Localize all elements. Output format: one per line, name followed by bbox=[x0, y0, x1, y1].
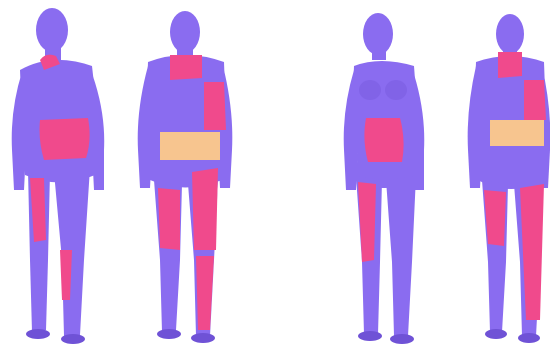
male-front-body bbox=[12, 8, 105, 344]
female-back-side-patch bbox=[524, 80, 546, 120]
female-front-figure bbox=[340, 0, 455, 354]
female-front-thigh-patch bbox=[358, 182, 376, 262]
male-back-lower-back-patch bbox=[160, 132, 220, 160]
male-front-abdomen-patch bbox=[40, 118, 90, 160]
male-back-calf-patch bbox=[196, 256, 214, 330]
male-back-left-thigh-patch bbox=[158, 188, 180, 250]
male-back-side-patch bbox=[204, 82, 226, 130]
female-front-body bbox=[344, 13, 425, 344]
female-back-figure bbox=[460, 0, 550, 354]
male-back-right-thigh-patch bbox=[192, 168, 218, 250]
female-back-upper-back-patch bbox=[498, 52, 522, 78]
female-back-lower-back-patch bbox=[490, 120, 544, 146]
male-front-figure bbox=[0, 0, 135, 354]
female-front-abdomen-patch bbox=[364, 118, 403, 162]
male-front-calf-patch bbox=[60, 250, 72, 300]
male-back-figure bbox=[130, 0, 240, 354]
male-back-upper-back-patch bbox=[170, 55, 202, 80]
